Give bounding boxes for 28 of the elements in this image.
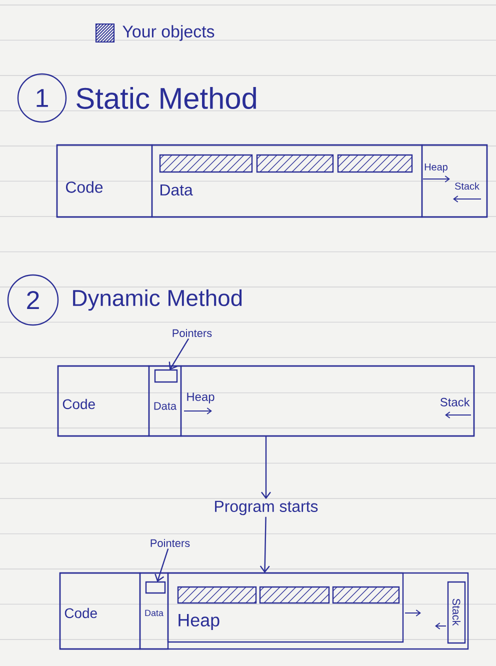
memory-segment: Heap Stack [180,365,475,437]
object-block [159,154,253,173]
arrow [260,516,270,573]
memory-segment: Code [59,572,141,650]
memory-segment: Data [139,572,169,650]
memory-segment: Data [148,365,182,437]
pointer-label: Pointers [150,538,190,548]
memory-segment: Code [56,144,153,218]
heap-box: Heap [167,572,404,643]
memory-segment: Heap Stack [421,144,488,218]
object-block [332,586,400,604]
object-block [337,154,413,173]
pointer-label: Pointers [172,328,212,338]
legend-label: Your objects [122,25,214,41]
object-block [256,154,334,173]
memory-segment: Data [151,144,423,218]
section-heading: Static Method [76,87,256,109]
pointer-box [145,581,166,594]
section-heading: Dynamic Method [73,289,242,311]
pointer-box [154,369,178,383]
leader-arrow [168,338,190,370]
step-label: Program starts [215,500,318,516]
arrow [261,436,271,500]
stack-box: Stack [447,581,466,644]
object-block [259,586,330,604]
object-block [177,586,257,604]
leader-arrow [154,548,169,582]
memory-segment: Code [57,365,150,437]
